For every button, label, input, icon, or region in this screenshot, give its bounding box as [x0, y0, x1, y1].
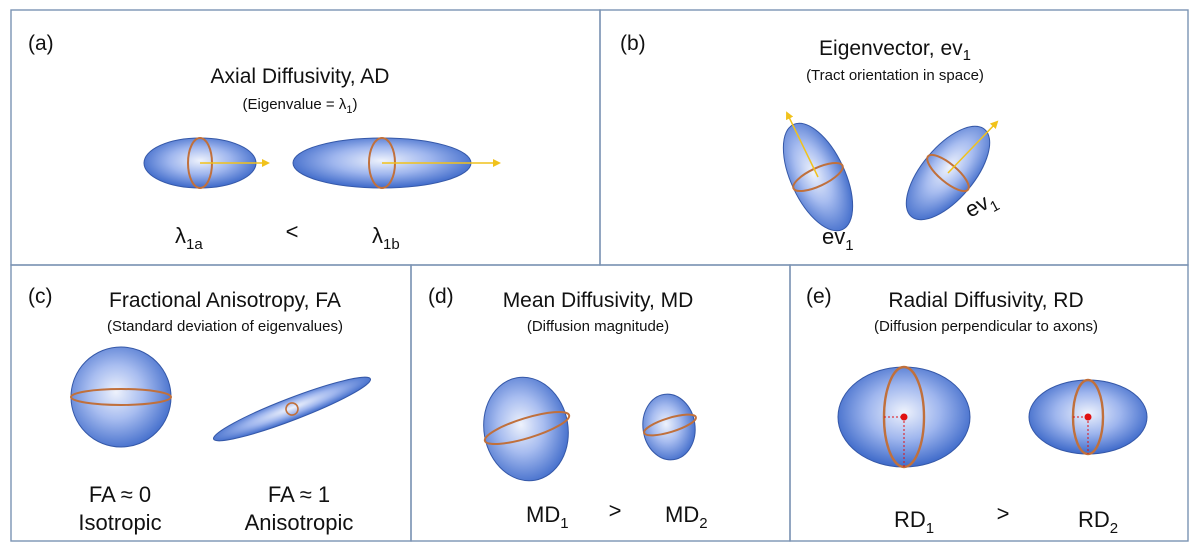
- panel-b-label: ev1: [822, 224, 854, 254]
- panel-d-subtitle: (Diffusion magnitude): [527, 318, 669, 335]
- ellipsoid-e-small: [1028, 378, 1148, 456]
- panel-b-subtitle: (Tract orientation in space): [806, 67, 984, 84]
- ellipsoid-b-left: [782, 111, 854, 232]
- arrow-icon: [947, 120, 999, 174]
- panel-b-tag: (b): [620, 32, 646, 55]
- panel-b-rotated-label: ev1: [961, 186, 1003, 227]
- svg-text:ev1: ev1: [961, 186, 1003, 227]
- panel-a-title: Axial Diffusivity, AD: [211, 65, 390, 88]
- ellipsoid-d-small: [642, 393, 697, 461]
- panel-d-right-label: MD2: [665, 502, 708, 532]
- panel-e-border: [789, 264, 1189, 542]
- panel-c-left-name: Isotropic: [78, 510, 161, 535]
- panel-a: (a) Axial Diffusivity, AD (Eigenvalue = …: [28, 32, 501, 253]
- ellipsoid-d-large: [483, 376, 571, 482]
- panel-c-right-name: Anisotropic: [245, 510, 354, 535]
- panel-e-tag: (e): [806, 285, 832, 308]
- ellipsoid-b-right: [905, 120, 999, 221]
- panel-a-subtitle: (Eigenvalue = λ1): [243, 96, 358, 116]
- ellipsoid-a-long: [292, 137, 501, 189]
- arrow-icon: [786, 111, 819, 178]
- panel-d: (d) Mean Diffusivity, MD (Diffusion magn…: [428, 285, 708, 532]
- panel-e-operator: >: [997, 501, 1010, 526]
- panel-a-operator: <: [286, 219, 299, 244]
- dot-icon: [1084, 413, 1092, 421]
- sphere-isotropic: [70, 346, 172, 448]
- ellipsoid-a-short: [143, 137, 270, 189]
- panel-e-subtitle: (Diffusion perpendicular to axons): [874, 318, 1098, 335]
- panel-c-subtitle: (Standard deviation of eigenvalues): [107, 318, 343, 335]
- panel-c-right-value: FA ≈ 1: [268, 482, 330, 507]
- panel-d-left-label: MD1: [526, 502, 569, 532]
- panel-d-title: Mean Diffusivity, MD: [503, 289, 694, 312]
- ellipsoid-anisotropic: [212, 376, 372, 442]
- ellipsoid-e-large: [837, 365, 971, 469]
- panel-c-title: Fractional Anisotropy, FA: [109, 289, 341, 312]
- panel-c-tag: (c): [28, 285, 53, 308]
- panel-a-right-label: λ1b: [372, 223, 400, 253]
- panel-e: (e) Radial Diffusivity, RD (Diffusion pe…: [806, 285, 1148, 537]
- panel-borders: [10, 9, 1189, 542]
- panel-e-left-label: RD1: [894, 507, 934, 537]
- panel-b-title: Eigenvector, ev1: [819, 37, 971, 64]
- panel-a-tag: (a): [28, 32, 54, 55]
- panel-e-title: Radial Diffusivity, RD: [888, 289, 1083, 312]
- panel-e-right-label: RD2: [1078, 507, 1118, 537]
- panel-b: (b) Eigenvector, ev1 (Tract orientation …: [620, 32, 1003, 254]
- panel-c-left-value: FA ≈ 0: [89, 482, 151, 507]
- panel-d-tag: (d): [428, 285, 454, 308]
- panel-a-left-label: λ1a: [175, 223, 203, 253]
- dot-icon: [900, 413, 908, 421]
- panel-c: (c) Fractional Anisotropy, FA (Standard …: [28, 285, 372, 535]
- panel-d-operator: >: [609, 498, 622, 523]
- panel-a-border: [10, 9, 601, 266]
